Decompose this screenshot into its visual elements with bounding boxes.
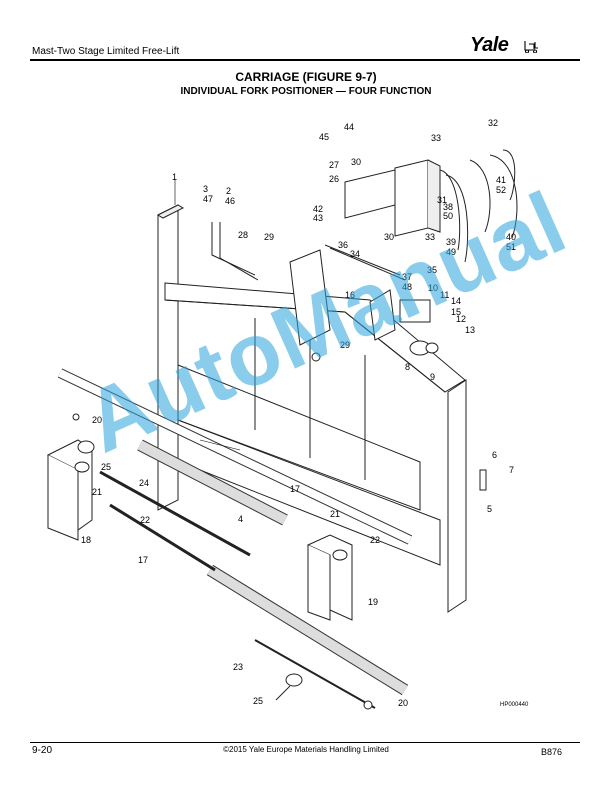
callout-33: 33 [431,133,441,143]
callout-11: 11 [440,290,449,300]
callout-33: 33 [425,232,435,242]
footer-rule [30,742,580,743]
callout-20: 20 [92,415,102,425]
callout-39: 39 [446,237,456,247]
header-rule [30,59,580,61]
callout-26: 26 [329,174,339,184]
tie-rod [254,639,376,709]
callout-23: 23 [233,662,243,672]
callout-2: 2 [226,186,231,196]
callout-51: 51 [506,242,516,252]
callout-9: 9 [430,372,435,382]
callout-15: 15 [451,307,461,317]
figure-subtitle: INDIVIDUAL FORK POSITIONER — FOUR FUNCTI… [180,86,432,97]
figure-title: CARRIAGE (FIGURE 9-7) [235,70,377,84]
callout-12: 12 [456,314,466,324]
callout-38: 38 [443,202,453,212]
callout-30: 30 [351,157,361,167]
callout-42: 42 [313,204,323,214]
callout-50: 50 [443,211,453,221]
callout-22: 22 [370,535,380,545]
document-number: B876 [541,747,563,757]
callout-43: 43 [313,213,323,223]
positioner-motor [399,299,431,323]
callout-20: 20 [398,698,408,708]
callout-19: 19 [368,597,378,607]
callout-40: 40 [506,232,516,242]
callout-32: 32 [488,118,498,128]
callout-36: 36 [338,240,348,250]
callout-4: 4 [238,514,243,524]
callout-21: 21 [330,509,340,519]
callout-47: 47 [203,194,213,204]
callout-46: 46 [225,196,235,206]
callout-35: 35 [427,265,437,275]
callout-13: 13 [465,325,475,335]
callout-10: 10 [428,283,438,293]
callout-18: 18 [81,535,91,545]
lower-frame-plate [177,364,421,511]
center-bracket [289,249,331,346]
forklift-icon [524,41,538,53]
right-upright [447,379,467,613]
callout-37: 37 [402,272,412,282]
callout-5: 5 [487,504,492,514]
callout-41: 41 [496,175,506,185]
callout-49: 49 [446,247,456,257]
drawing-code: HP000440 [500,702,529,708]
callout-25: 25 [101,462,111,472]
copyright: ©2015 Yale Europe Materials Handling Lim… [223,745,389,754]
callout-52: 52 [496,185,506,195]
callout-1: 1 [172,172,177,182]
callout-8: 8 [405,362,410,372]
callout-7: 7 [509,465,514,475]
callout-16: 16 [345,290,355,300]
callout-17: 17 [290,484,300,494]
callout-25: 25 [253,696,263,706]
callout-14: 14 [451,296,461,306]
callout-24: 24 [139,478,149,488]
callout-29: 29 [340,340,350,350]
callout-27: 27 [329,160,339,170]
callout-44: 44 [344,122,354,132]
header-section: Mast-Two Stage Limited Free-Lift [32,46,180,57]
callout-22: 22 [140,515,150,525]
valve-manifold [344,169,396,219]
callout-6: 6 [492,450,497,460]
callout-17: 17 [138,555,148,565]
callout-28: 28 [238,230,248,240]
callout-3: 3 [203,184,208,194]
callout-48: 48 [402,282,412,292]
callout-21: 21 [92,487,102,497]
brand-logo: Yale [470,34,509,56]
callout-34: 34 [350,249,360,259]
callout-31: 31 [437,195,447,205]
callout-29: 29 [264,232,274,242]
callout-45: 45 [319,132,329,142]
callout-30: 30 [384,232,394,242]
page-number: 9-20 [32,745,53,756]
